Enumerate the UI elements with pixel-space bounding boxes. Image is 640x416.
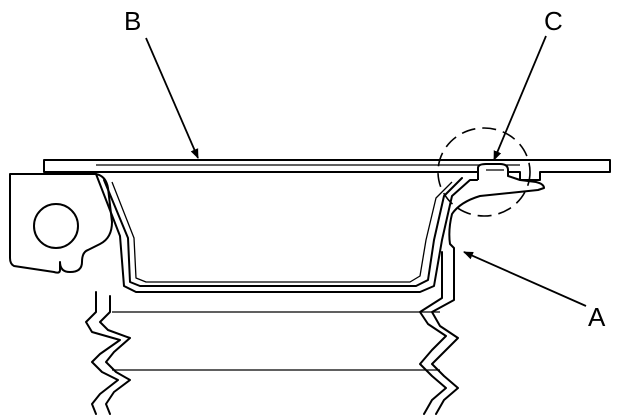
leader-c (493, 35, 547, 161)
detail-circle-c (437, 127, 531, 217)
seal-lip (448, 163, 545, 249)
housing-body (95, 173, 479, 293)
callout-label-a: A (588, 302, 606, 332)
callout-label-c: C (544, 6, 563, 36)
bellows (85, 247, 459, 415)
callout-label-b: B (124, 6, 141, 36)
leader-b (145, 37, 199, 159)
leader-a (463, 251, 587, 307)
mounting-bracket (9, 173, 113, 274)
gasket-plate (43, 159, 611, 181)
